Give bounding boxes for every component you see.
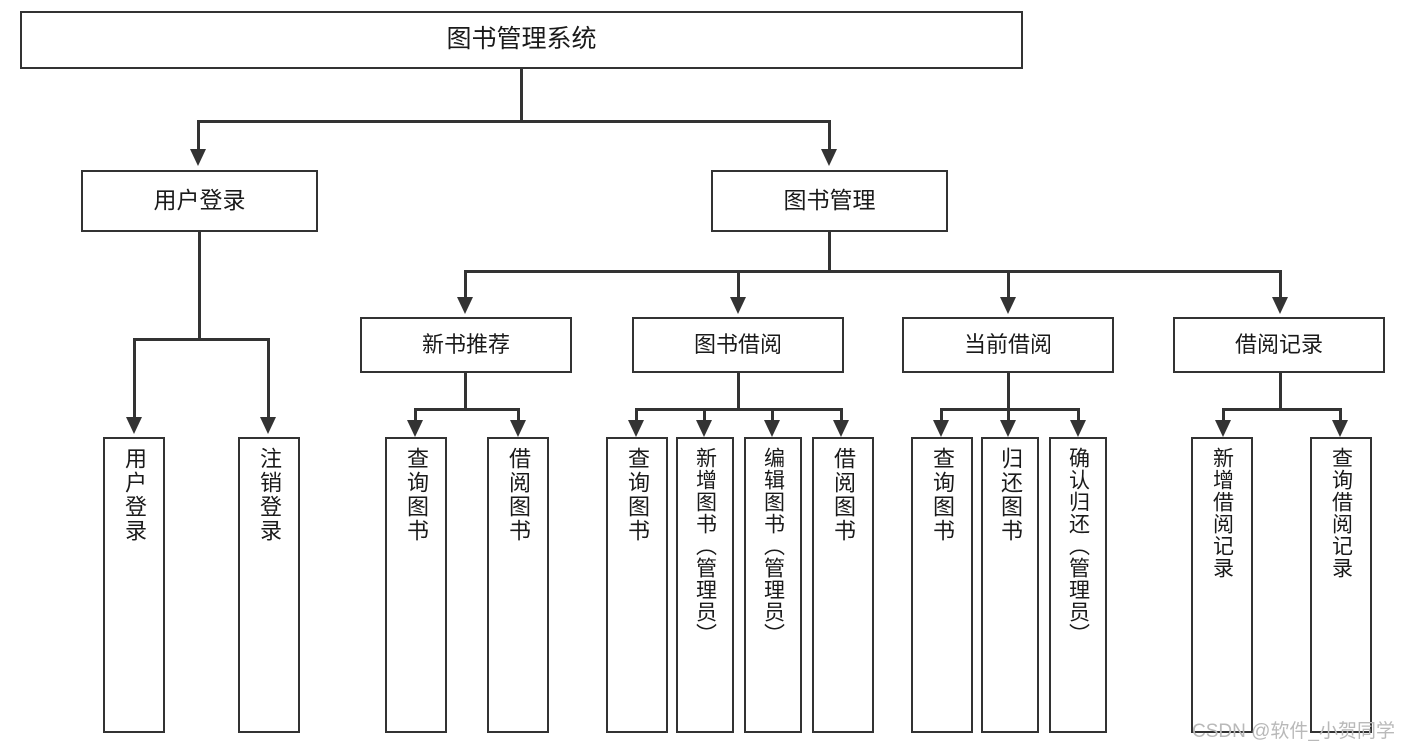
- watermark-csdn: CSDN @软件_小贺同学: [1192, 721, 1395, 742]
- connector-user-login-to-leaf-1: [133, 338, 136, 417]
- connector-bm-to-new-book-recommend: [464, 270, 467, 297]
- leaf-node-borrow-book-borrow[interactable]: 借阅图书: [812, 437, 874, 733]
- connector-root-to-user-login: [197, 120, 200, 149]
- connector-nbr-to-leaf-2: [517, 408, 520, 420]
- leaf-node-user-login[interactable]: 用户登录: [103, 437, 165, 733]
- connector-new-book-recommend-bus: [414, 408, 520, 411]
- arrowhead-book-borrow: [730, 297, 746, 314]
- node-label: 查询借阅记录: [1329, 447, 1353, 579]
- arrowhead-user-login: [190, 149, 206, 166]
- node-user-login[interactable]: 用户登录: [81, 170, 318, 232]
- connector-new-book-recommend-stem: [464, 373, 467, 411]
- arrowhead-leaf-return-book: [1000, 420, 1016, 437]
- arrowhead-leaf-query-book-3: [933, 420, 949, 437]
- connector-cb-to-leaf-3: [1077, 408, 1080, 420]
- arrowhead-leaf-confirm-return: [1070, 420, 1086, 437]
- connector-cb-to-leaf-1: [940, 408, 943, 420]
- node-label: 查询图书: [930, 447, 955, 543]
- arrowhead-leaf-add-record: [1215, 420, 1231, 437]
- connector-bb-to-leaf-1: [635, 408, 638, 420]
- node-label: 用户登录: [153, 187, 246, 214]
- connector-book-management-bus: [464, 270, 1282, 273]
- arrowhead-leaf-borrow-book-1: [510, 420, 526, 437]
- arrowhead-leaf-logout-login: [260, 417, 276, 434]
- connector-book-borrow-stem: [737, 373, 740, 411]
- connector-br-to-leaf-2: [1339, 408, 1342, 420]
- arrowhead-leaf-borrow-book-2: [833, 420, 849, 437]
- leaf-node-confirm-return[interactable]: 确认归还（管理员）: [1049, 437, 1107, 733]
- connector-user-login-stem: [198, 232, 201, 340]
- arrowhead-current-borrow: [1000, 297, 1016, 314]
- connector-root-stem: [520, 69, 523, 120]
- leaf-node-query-borrow-record[interactable]: 查询借阅记录: [1310, 437, 1372, 733]
- connector-borrow-record-stem: [1279, 373, 1282, 411]
- connector-book-management-stem: [828, 232, 831, 272]
- arrowhead-leaf-add-book: [696, 420, 712, 437]
- node-label: 确认归还（管理员）: [1066, 447, 1090, 645]
- node-current-borrow[interactable]: 当前借阅: [902, 317, 1114, 373]
- node-label: 归还图书: [998, 447, 1023, 543]
- node-borrow-record[interactable]: 借阅记录: [1173, 317, 1385, 373]
- arrowhead-leaf-query-book-2: [628, 420, 644, 437]
- leaf-node-query-book-recommend[interactable]: 查询图书: [385, 437, 447, 733]
- arrowhead-book-management: [821, 149, 837, 166]
- node-book-borrow[interactable]: 图书借阅: [632, 317, 844, 373]
- node-label: 借阅图书: [831, 447, 856, 543]
- node-root-book-management-system[interactable]: 图书管理系统: [20, 11, 1023, 69]
- connector-root-bus: [197, 120, 831, 123]
- leaf-node-query-book-current[interactable]: 查询图书: [911, 437, 973, 733]
- arrowhead-new-book-recommend: [457, 297, 473, 314]
- connector-borrow-record-bus: [1222, 408, 1342, 411]
- connector-user-login-to-leaf-2: [267, 338, 270, 417]
- node-new-book-recommend[interactable]: 新书推荐: [360, 317, 572, 373]
- leaf-node-return-book[interactable]: 归还图书: [981, 437, 1039, 733]
- node-label: 新增图书（管理员）: [693, 447, 717, 645]
- connector-bb-to-leaf-3: [771, 408, 774, 420]
- node-label: 注销登录: [257, 447, 282, 543]
- node-label: 借阅记录: [1234, 332, 1323, 358]
- connector-bb-to-leaf-4: [840, 408, 843, 420]
- arrowhead-leaf-query-book-1: [407, 420, 423, 437]
- connector-nbr-to-leaf-1: [414, 408, 417, 420]
- node-label: 查询图书: [625, 447, 650, 543]
- node-label: 新增借阅记录: [1210, 447, 1234, 579]
- node-label: 新书推荐: [421, 332, 510, 358]
- node-label: 图书借阅: [693, 332, 782, 358]
- connector-cb-to-leaf-2: [1007, 408, 1010, 420]
- node-label: 图书管理: [783, 187, 876, 214]
- leaf-node-borrow-book-recommend[interactable]: 借阅图书: [487, 437, 549, 733]
- node-label: 查询图书: [404, 447, 429, 543]
- node-book-management[interactable]: 图书管理: [711, 170, 948, 232]
- connector-user-login-bus: [133, 338, 270, 341]
- connector-bb-to-leaf-2: [703, 408, 706, 420]
- node-label: 编辑图书（管理员）: [761, 447, 785, 645]
- leaf-node-edit-book[interactable]: 编辑图书（管理员）: [744, 437, 802, 733]
- arrowhead-borrow-record: [1272, 297, 1288, 314]
- node-label: 图书管理系统: [446, 25, 597, 54]
- arrowhead-leaf-edit-book: [764, 420, 780, 437]
- arrowhead-leaf-query-record: [1332, 420, 1348, 437]
- leaf-node-add-book[interactable]: 新增图书（管理员）: [676, 437, 734, 733]
- connector-current-borrow-bus: [940, 408, 1080, 411]
- connector-book-borrow-bus: [635, 408, 843, 411]
- connector-bm-to-borrow-record: [1279, 270, 1282, 297]
- connector-current-borrow-stem: [1007, 373, 1010, 411]
- node-label: 用户登录: [122, 447, 147, 543]
- connector-root-to-book-management: [828, 120, 831, 149]
- node-label: 借阅图书: [506, 447, 531, 543]
- leaf-node-add-borrow-record[interactable]: 新增借阅记录: [1191, 437, 1253, 733]
- connector-bm-to-current-borrow: [1007, 270, 1010, 297]
- connector-bm-to-book-borrow: [737, 270, 740, 297]
- leaf-node-logout-login[interactable]: 注销登录: [238, 437, 300, 733]
- connector-br-to-leaf-1: [1222, 408, 1225, 420]
- node-label: 当前借阅: [963, 332, 1052, 358]
- leaf-node-query-book-borrow[interactable]: 查询图书: [606, 437, 668, 733]
- arrowhead-leaf-user-login: [126, 417, 142, 434]
